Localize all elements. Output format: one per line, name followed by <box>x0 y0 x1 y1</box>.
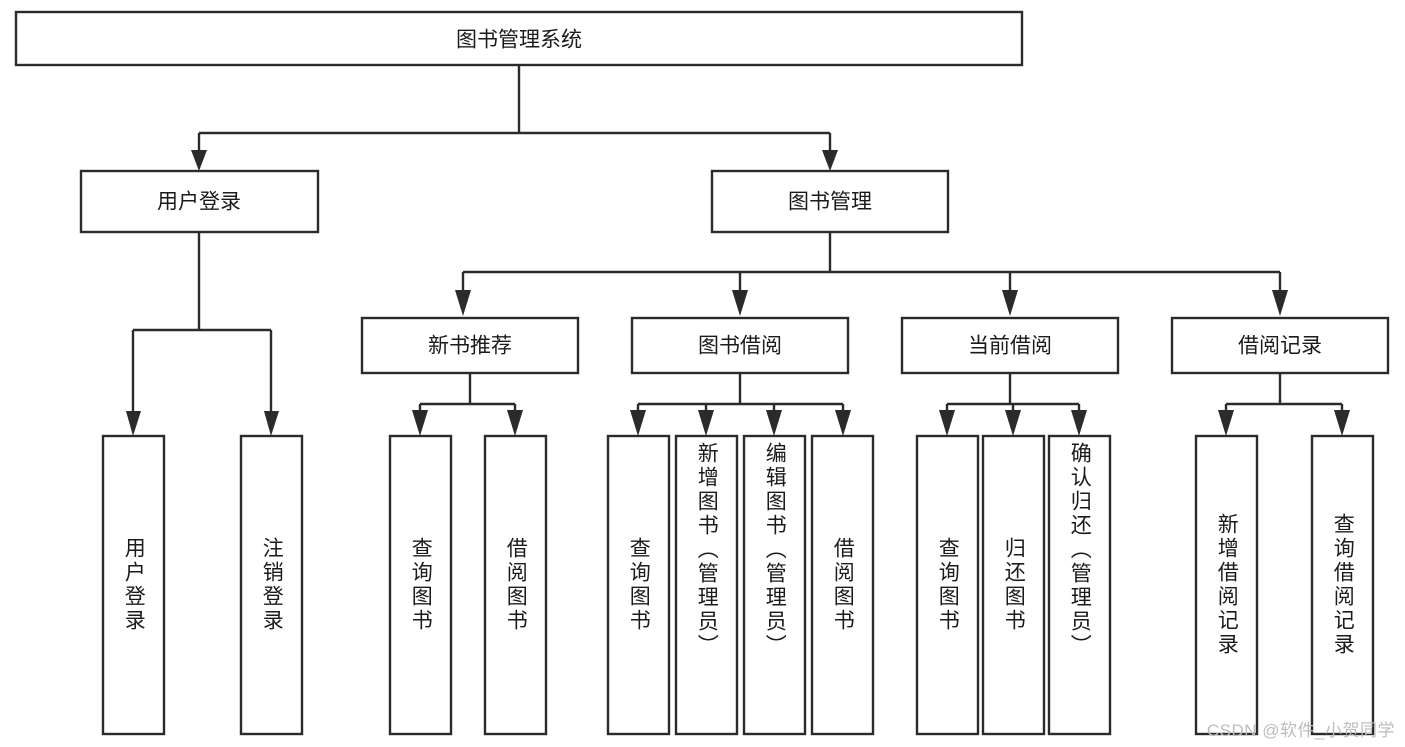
node-new-book-recommend-box[interactable] <box>360 316 580 375</box>
node-borrow-record-box[interactable] <box>1170 316 1390 375</box>
node-book-management[interactable]: 图书管理 <box>710 169 950 234</box>
node-current-borrow[interactable]: 当前借阅 <box>900 316 1120 375</box>
node-root-label: 图书管理系统 <box>456 29 582 52</box>
node-book-management-box[interactable] <box>710 169 950 234</box>
node-book-borrow-label: 图书借阅 <box>698 335 782 358</box>
node-user-login-box[interactable] <box>79 169 320 234</box>
node-current-borrow-label: 当前借阅 <box>968 335 1052 358</box>
node-book-borrow[interactable]: 图书借阅 <box>630 316 850 375</box>
node-root-box[interactable] <box>14 10 1024 67</box>
node-borrow-record[interactable]: 借阅记录 <box>1170 316 1390 375</box>
node-leaf-add-record-box[interactable] <box>1194 434 1259 736</box>
arrow-to-leaf-user-login-icon <box>126 411 141 436</box>
arrow-to-leaf-query-book-3-icon <box>939 410 955 436</box>
arrow-to-book-borrow-icon <box>732 290 748 316</box>
arrow-to-leaf-borrow-book-2-icon <box>835 410 851 436</box>
arrow-to-leaf-confirm-return-icon <box>1071 410 1087 436</box>
arrow-root-to-book-management-icon <box>822 150 838 171</box>
node-leaf-query-book-2-box[interactable] <box>606 434 671 736</box>
arrow-to-leaf-add-book-icon <box>698 410 714 436</box>
arrow-to-leaf-query-record-icon <box>1334 410 1350 436</box>
node-book-management-label: 图书管理 <box>788 191 872 214</box>
node-leaf-edit-book-box[interactable] <box>742 434 807 736</box>
csdn-watermark: CSDN @软件_小贺同学 <box>1206 721 1395 740</box>
node-leaf-query-book-1-box[interactable] <box>388 434 453 736</box>
node-leaf-return-book-box[interactable] <box>981 434 1046 736</box>
arrow-to-borrow-record-icon <box>1272 290 1288 316</box>
leaf-box-group <box>101 434 1375 736</box>
node-leaf-add-book-box[interactable] <box>674 434 739 736</box>
node-user-login-label: 用户登录 <box>157 191 241 214</box>
node-leaf-user-logout-box[interactable] <box>239 434 304 736</box>
arrow-to-leaf-edit-book-icon <box>766 410 782 436</box>
arrow-to-leaf-query-book-2-icon <box>630 410 646 436</box>
node-leaf-borrow-book-1-box[interactable] <box>483 434 548 736</box>
node-new-book-recommend[interactable]: 新书推荐 <box>360 316 580 375</box>
arrow-to-new-book-recommend-icon <box>455 290 471 316</box>
node-new-book-recommend-label: 新书推荐 <box>428 335 512 358</box>
arrow-to-leaf-add-record-icon <box>1218 410 1234 436</box>
node-borrow-record-label: 借阅记录 <box>1238 335 1322 358</box>
arrow-to-current-borrow-icon <box>1002 290 1018 316</box>
node-leaf-user-login-box[interactable] <box>101 434 166 736</box>
node-leaf-query-record-box[interactable] <box>1310 434 1375 736</box>
node-user-login[interactable]: 用户登录 <box>79 169 320 234</box>
arrow-to-leaf-user-logout-icon <box>264 411 279 436</box>
node-book-borrow-box[interactable] <box>630 316 850 375</box>
arrow-to-leaf-borrow-book-1-icon <box>507 410 523 436</box>
node-leaf-confirm-return-box[interactable] <box>1047 434 1112 736</box>
node-leaf-query-book-3-box[interactable] <box>915 434 980 736</box>
arrow-to-leaf-query-book-1-icon <box>412 410 428 436</box>
node-leaf-borrow-book-2-box[interactable] <box>810 434 875 736</box>
arrow-to-leaf-return-book-icon <box>1005 410 1021 436</box>
arrow-root-to-user-login-icon <box>191 150 207 171</box>
connector-group <box>126 65 1350 436</box>
node-current-borrow-box[interactable] <box>900 316 1120 375</box>
node-root[interactable]: 图书管理系统 <box>14 10 1024 67</box>
